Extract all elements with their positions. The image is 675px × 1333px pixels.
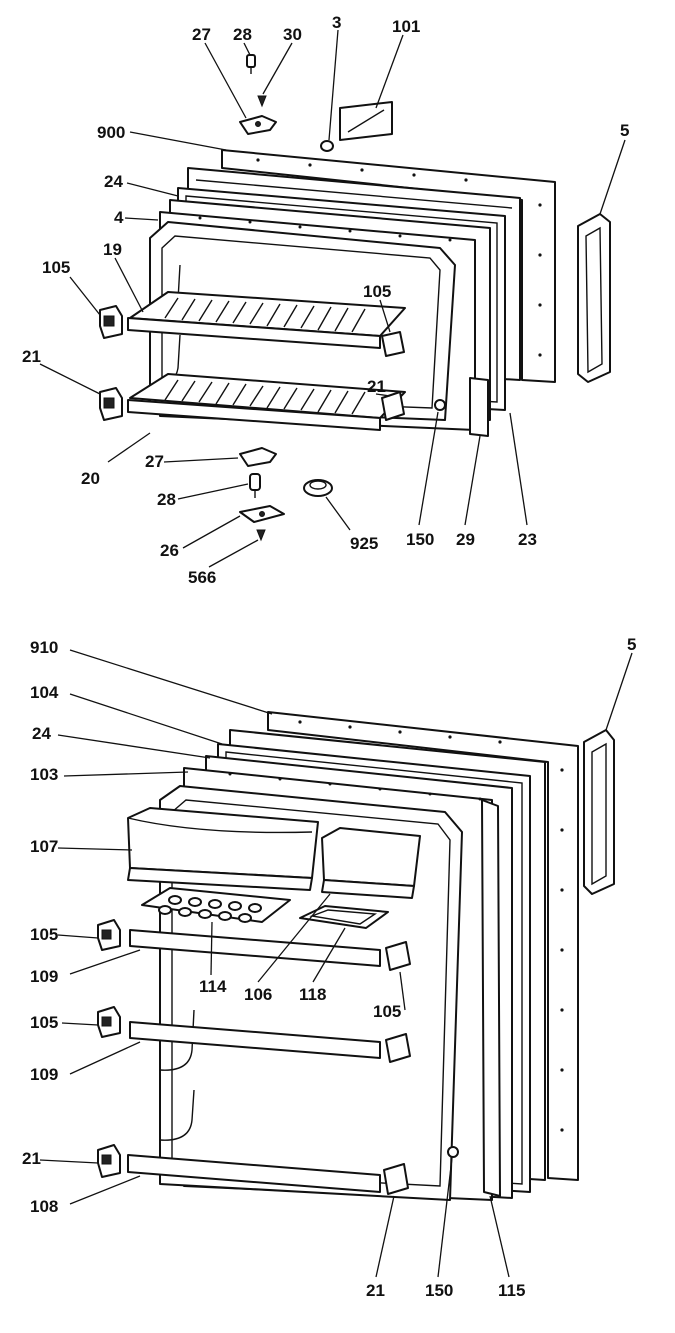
label-105-bl-2: 105 <box>30 1013 58 1032</box>
label-27: 27 <box>192 25 211 44</box>
label-5-bottom: 5 <box>627 635 636 654</box>
shelf-clip-21-right-bottom <box>383 1163 409 1195</box>
label-4: 4 <box>114 208 124 227</box>
label-30: 30 <box>283 25 302 44</box>
label-101: 101 <box>392 17 420 36</box>
shelf-clip-105-right-1 <box>385 941 411 971</box>
label-118: 118 <box>299 985 326 1004</box>
label-105-bl-1: 105 <box>30 925 58 944</box>
hinge-bracket-26 <box>239 505 285 523</box>
shelf-clip-21-right <box>381 391 405 421</box>
label-105-left: 105 <box>42 258 70 277</box>
hinge-pin-28-top <box>246 54 256 74</box>
freezer-door-assembly: 27 28 30 3 101 900 5 24 4 105 19 21 105 … <box>22 13 629 587</box>
label-150-bottom: 150 <box>425 1281 453 1300</box>
label-23: 23 <box>518 530 537 549</box>
label-150-top: 150 <box>406 530 434 549</box>
label-105-right: 105 <box>373 1002 401 1021</box>
label-21-bl: 21 <box>22 1149 41 1168</box>
door-shelf-108-bottom <box>127 1154 381 1193</box>
label-21-bottom: 21 <box>366 1281 385 1300</box>
screw-150-top <box>434 399 446 411</box>
label-107: 107 <box>30 837 58 856</box>
hinge-pin-28-bottom <box>249 473 261 498</box>
shelf-clip-105-left-1 <box>97 919 121 951</box>
screw-566 <box>256 529 266 542</box>
screw-30 <box>257 95 267 108</box>
label-104: 104 <box>30 683 59 702</box>
door-shelf-109-middle <box>129 1021 381 1059</box>
door-shelf-109-upper <box>129 929 381 967</box>
door-handle-5-top <box>577 213 611 383</box>
label-103: 103 <box>30 765 58 784</box>
screw-150-bottom <box>447 1146 459 1158</box>
label-21-left: 21 <box>22 347 41 366</box>
label-29: 29 <box>456 530 475 549</box>
label-20: 20 <box>81 469 100 488</box>
label-114: 114 <box>199 977 227 996</box>
label-105-right: 105 <box>363 282 391 301</box>
label-925: 925 <box>350 534 378 553</box>
door-handle-5-bottom <box>583 729 615 895</box>
top-hinge-27 <box>239 115 277 135</box>
label-19: 19 <box>103 240 122 259</box>
upper-shelf-19 <box>127 291 406 349</box>
seal-strip-29 <box>469 377 489 437</box>
plug-3 <box>320 140 334 152</box>
shelf-clip-105-right <box>381 331 405 357</box>
label-26: 26 <box>160 541 179 560</box>
label-28: 28 <box>233 25 252 44</box>
label-28-lower: 28 <box>157 490 176 509</box>
label-21-right: 21 <box>367 377 386 396</box>
shelf-clip-21-left-bottom <box>97 1144 121 1178</box>
label-24: 24 <box>104 172 123 191</box>
dairy-compartment-107 <box>127 807 319 891</box>
label-109-middle: 109 <box>30 1065 58 1084</box>
shelf-clip-105-left <box>99 305 123 339</box>
fresh-food-door-assembly: 910 5 104 24 103 107 105 114 106 118 109… <box>22 635 636 1300</box>
lower-shelf-20 <box>127 373 406 431</box>
egg-tray-114 <box>141 887 291 923</box>
lower-hinge-27 <box>239 447 277 467</box>
label-566: 566 <box>188 568 216 587</box>
label-5: 5 <box>620 121 629 140</box>
label-900: 900 <box>97 123 125 142</box>
label-910: 910 <box>30 638 58 657</box>
seal-strip-115 <box>481 799 501 1197</box>
compartment-106 <box>321 827 421 899</box>
shelf-clip-105-left-2 <box>97 1006 121 1038</box>
label-108: 108 <box>30 1197 58 1216</box>
cap-925 <box>303 479 333 497</box>
label-109-upper: 109 <box>30 967 58 986</box>
label-115: 115 <box>498 1281 525 1300</box>
label-3: 3 <box>332 13 341 32</box>
label-27-lower: 27 <box>145 452 164 471</box>
label-106: 106 <box>244 985 272 1004</box>
label-24-bottom: 24 <box>32 724 51 743</box>
shelf-clip-21-left <box>99 387 123 421</box>
shelf-clip-105-right-2 <box>385 1033 411 1063</box>
nameplate-101 <box>339 101 393 141</box>
